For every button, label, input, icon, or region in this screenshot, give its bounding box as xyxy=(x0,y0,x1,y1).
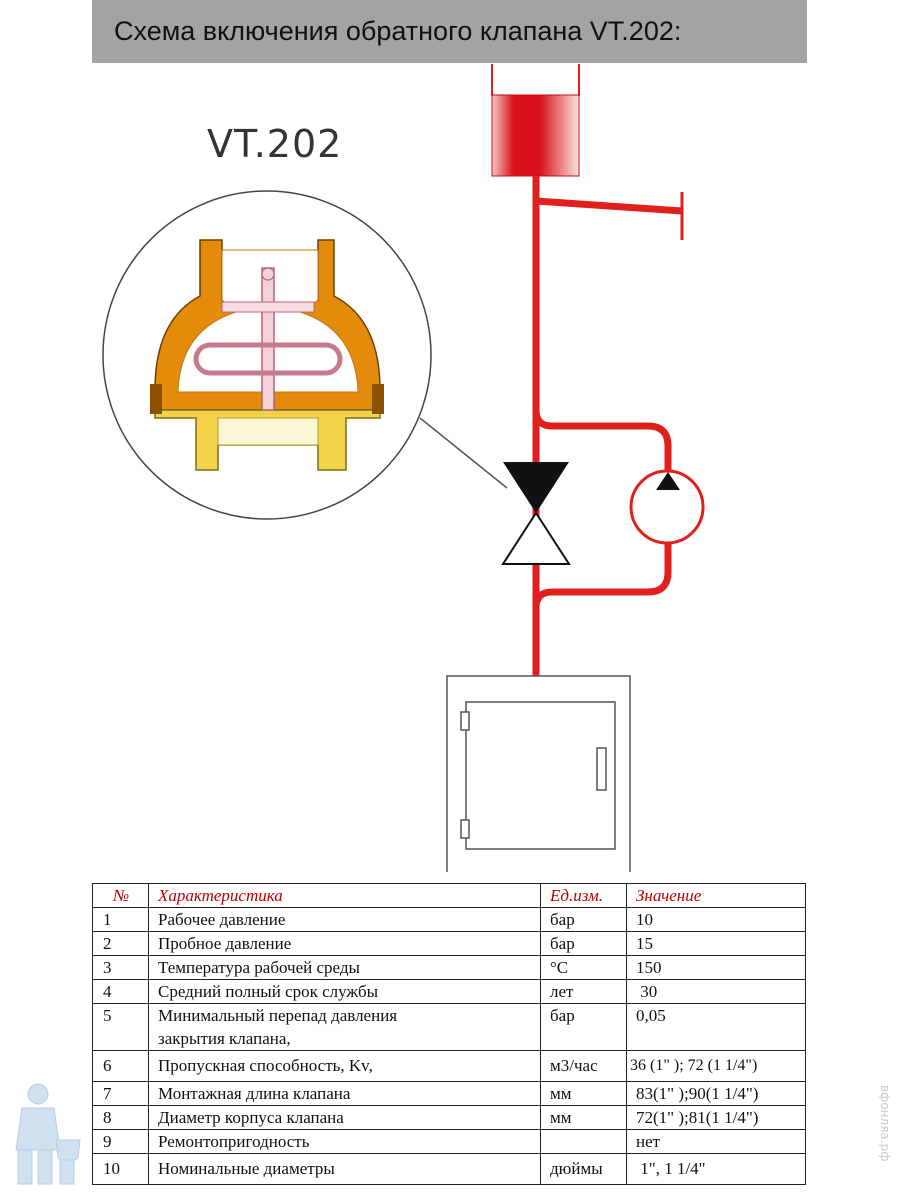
table-header-row: № Характеристика Ед.изм. Значение xyxy=(92,883,806,908)
table-row: 9 Ремонтопригодность нет xyxy=(92,1129,806,1154)
row-value: 10 xyxy=(626,907,806,932)
boiler xyxy=(446,675,631,872)
col-header-number: № xyxy=(92,883,149,908)
specifications-table: № Характеристика Ед.изм. Значение 1 Рабо… xyxy=(92,883,806,1185)
row-characteristic: Средний полный срок службы xyxy=(148,979,541,1004)
valve-cross-section xyxy=(150,239,384,471)
table-row: 5 Минимальный перепад давления закрытия … xyxy=(92,1003,806,1051)
table-row: 7 Монтажная длина клапана мм 83(1" );90(… xyxy=(92,1081,806,1106)
table-row: 10 Номинальные диаметры дюймы 1", 1 1/4" xyxy=(92,1153,806,1185)
row-unit: м3/час xyxy=(540,1050,627,1082)
table-row: 4 Средний полный срок службы лет 30 xyxy=(92,979,806,1004)
check-valve-symbol xyxy=(501,462,571,565)
row-characteristic: Рабочее давление xyxy=(148,907,541,932)
row-value: 83(1" );90(1 1/4") xyxy=(626,1081,806,1106)
row-characteristic: Температура рабочей среды xyxy=(148,955,541,980)
bypass-lower-pipe xyxy=(532,540,672,609)
row-unit: °C xyxy=(540,955,627,980)
row-value: 36 (1" ); 72 (1 1/4") xyxy=(626,1050,806,1082)
site-watermark: вфонляа.рф xyxy=(878,1085,892,1162)
row-unit: мм xyxy=(540,1081,627,1106)
row-number: 3 xyxy=(92,955,149,980)
row-number: 9 xyxy=(92,1129,149,1154)
row-characteristic: Минимальный перепад давления закрытия кл… xyxy=(148,1003,541,1051)
row-number: 10 xyxy=(92,1153,149,1185)
row-number: 7 xyxy=(92,1081,149,1106)
row-unit: бар xyxy=(540,931,627,956)
row-value: нет xyxy=(626,1129,806,1154)
row-number: 5 xyxy=(92,1003,149,1051)
row-characteristic: Ремонтопригодность xyxy=(148,1129,541,1154)
row-number: 1 xyxy=(92,907,149,932)
table-row: 6 Пропускная способность, Kv, м3/час 36 … xyxy=(92,1050,806,1082)
col-header-value: Значение xyxy=(626,883,806,908)
row-unit xyxy=(540,1129,627,1154)
row-characteristic: Пробное давление xyxy=(148,931,541,956)
row-value: 15 xyxy=(626,931,806,956)
col-header-unit: Ед.изм. xyxy=(540,883,627,908)
row-characteristic: Номинальные диаметры xyxy=(148,1153,541,1185)
row-unit: дюймы xyxy=(540,1153,627,1185)
row-unit: мм xyxy=(540,1105,627,1130)
row-characteristic: Пропускная способность, Kv, xyxy=(148,1050,541,1082)
table-row: 3 Температура рабочей среды °C 150 xyxy=(92,955,806,980)
row-number: 4 xyxy=(92,979,149,1004)
valve-model-label: VT.202 xyxy=(207,122,343,166)
row-unit: лет xyxy=(540,979,627,1004)
pump-symbol xyxy=(629,469,705,545)
row-characteristic: Монтажная длина клапана xyxy=(148,1081,541,1106)
row-value: 1", 1 1/4" xyxy=(626,1153,806,1185)
diagram-title: Схема включения обратного клапана VT.202… xyxy=(114,16,682,46)
pipe-network xyxy=(532,176,683,676)
row-number: 8 xyxy=(92,1105,149,1130)
row-characteristic: Диаметр корпуса клапана xyxy=(148,1105,541,1130)
table-row: 2 Пробное давление бар 15 xyxy=(92,931,806,956)
bypass-upper-pipe xyxy=(532,409,672,476)
row-value: 150 xyxy=(626,955,806,980)
table-row: 1 Рабочее давление бар 10 xyxy=(92,907,806,932)
expansion-tank xyxy=(491,64,580,177)
diagram-title-bar: Схема включения обратного клапана VT.202… xyxy=(92,0,807,63)
row-value: 30 xyxy=(626,979,806,1004)
row-unit: бар xyxy=(540,907,627,932)
row-number: 2 xyxy=(92,931,149,956)
table-row: 8 Диаметр корпуса клапана мм 72(1" );81(… xyxy=(92,1105,806,1130)
row-value: 72(1" );81(1 1/4") xyxy=(626,1105,806,1130)
callout-leader-line xyxy=(419,417,508,489)
branch-pipe xyxy=(535,197,683,215)
row-number: 6 xyxy=(92,1050,149,1082)
check-valve-scheme xyxy=(102,64,705,872)
plumber-logo xyxy=(15,1083,81,1185)
row-value: 0,05 xyxy=(626,1003,806,1051)
row-unit: бар xyxy=(540,1003,627,1051)
col-header-characteristic: Характеристика xyxy=(148,883,541,908)
